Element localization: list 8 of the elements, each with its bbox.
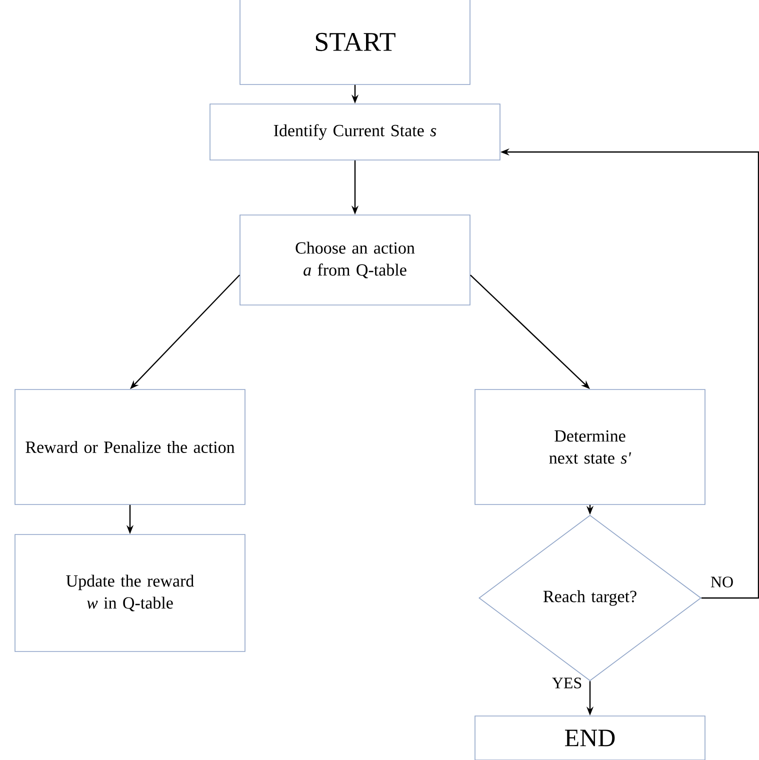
process-box: END xyxy=(474,716,706,760)
process-box: Reward or Penalize the action xyxy=(14,389,246,505)
process-box: START xyxy=(240,0,470,85)
process-box: Determine next state s' xyxy=(474,389,706,505)
edge-label: NO xyxy=(709,576,735,588)
process-box: Identify Current State s xyxy=(210,104,500,160)
process-box: Choose an action a from Q-table xyxy=(240,214,470,306)
process-box: Update the reward w in Q-table xyxy=(14,534,246,652)
